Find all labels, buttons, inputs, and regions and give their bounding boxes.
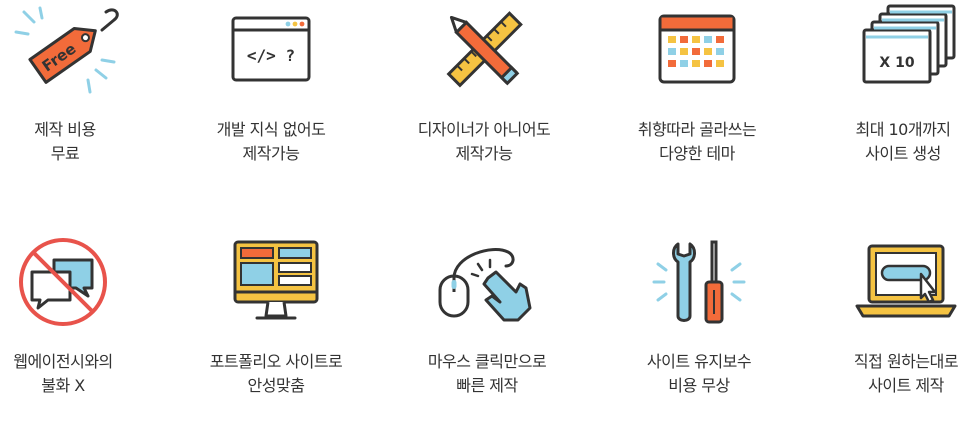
feature-line-1: 취향따라 골라쓰는 [637, 120, 757, 139]
feature-line-2: 비용 무상 [668, 376, 730, 395]
price-tag-icon: Free [10, 4, 120, 96]
feature-label: 마우스 클릭만으로 빠른 제작 [427, 350, 547, 398]
feature-label: 최대 10개까지 사이트 생성 [855, 118, 951, 166]
theme-grid-svg [658, 14, 736, 84]
feature-line-1: 디자이너가 아니어도 [417, 120, 551, 139]
feature-line-1: 개발 지식 없어도 [216, 120, 326, 139]
laptop-click-svg [855, 244, 957, 318]
code-window-svg: </> ? [231, 16, 311, 82]
code-text: </> ? [247, 46, 295, 65]
monitor-layout-icon [221, 236, 331, 328]
feature-label: 포트폴리오 사이트로 안성맞춤 [210, 350, 343, 398]
feature-themes: 취향따라 골라쓰는 다양한 테마 [607, 4, 787, 194]
stacked-windows-icon: X 10 [848, 4, 958, 96]
feature-line-2: 사이트 제작 [868, 376, 944, 395]
price-tag-svg: Free [14, 6, 119, 94]
code-window-icon: </> ? [216, 4, 326, 96]
feature-label: 웹에이전시와의 불화 X [13, 350, 113, 398]
feature-click-only: 마우스 클릭만으로 빠른 제작 [397, 236, 577, 426]
feature-line-2: 사이트 생성 [865, 144, 941, 163]
monitor-layout-svg [233, 240, 319, 320]
feature-label: 개발 지식 없어도 제작가능 [217, 118, 326, 166]
feature-line-2: 제작가능 [455, 144, 513, 163]
feature-line-2: 다양한 테마 [659, 144, 735, 163]
pencil-ruler-svg [446, 11, 523, 88]
no-chat-icon [8, 236, 118, 328]
feature-line-2: 안성맞춤 [247, 376, 305, 395]
feature-label: 디자이너가 아니어도 제작가능 [418, 118, 551, 166]
feature-no-dev-knowledge: </> ? 개발 지식 없어도 제작가능 [181, 4, 361, 194]
feature-label: 취향따라 골라쓰는 다양한 테마 [637, 118, 757, 166]
window-text: X 10 [879, 55, 914, 71]
feature-label: 사이트 유지보수 비용 무상 [646, 350, 752, 398]
feature-no-agency-conflict: 웹에이전시와의 불화 X [0, 236, 153, 426]
feature-label: 제작 비용 무료 [34, 118, 96, 166]
laptop-click-icon [851, 236, 961, 328]
feature-line-1: 직접 원하는대로 [853, 352, 959, 371]
wrench-screwdriver-svg [652, 240, 746, 324]
theme-grid-icon [642, 4, 752, 96]
feature-line-1: 마우스 클릭만으로 [427, 352, 547, 371]
feature-free-maintenance: 사이트 유지보수 비용 무상 [609, 236, 789, 426]
feature-line-1: 제작 비용 [34, 120, 96, 139]
stacked-windows-svg: X 10 [862, 4, 956, 84]
feature-portfolio: 포트폴리오 사이트로 안성맞춤 [186, 236, 366, 426]
mouse-hand-svg [438, 248, 532, 322]
feature-line-1: 최대 10개까지 [855, 120, 951, 139]
feature-line-2: 제작가능 [242, 144, 300, 163]
feature-build-yourself: 직접 원하는대로 사이트 제작 [816, 236, 977, 426]
feature-line-1: 사이트 유지보수 [646, 352, 752, 371]
feature-line-2: 무료 [50, 144, 80, 163]
pencil-ruler-icon [429, 4, 539, 96]
feature-line-1: 포트폴리오 사이트로 [209, 352, 343, 371]
feature-no-designer: 디자이너가 아니어도 제작가능 [394, 4, 574, 194]
mouse-hand-icon [432, 236, 542, 328]
no-chat-svg [19, 238, 107, 326]
feature-line-1: 웹에이전시와의 [13, 352, 113, 371]
feature-label: 직접 원하는대로 사이트 제작 [853, 350, 959, 398]
feature-line-2: 불화 X [41, 376, 85, 395]
feature-line-2: 빠른 제작 [456, 376, 518, 395]
feature-ten-sites: X 10 최대 10개까지 사이트 생성 [813, 4, 977, 194]
feature-free-cost: Free 제작 비용 무료 [0, 4, 155, 194]
wrench-screwdriver-icon [644, 236, 754, 328]
